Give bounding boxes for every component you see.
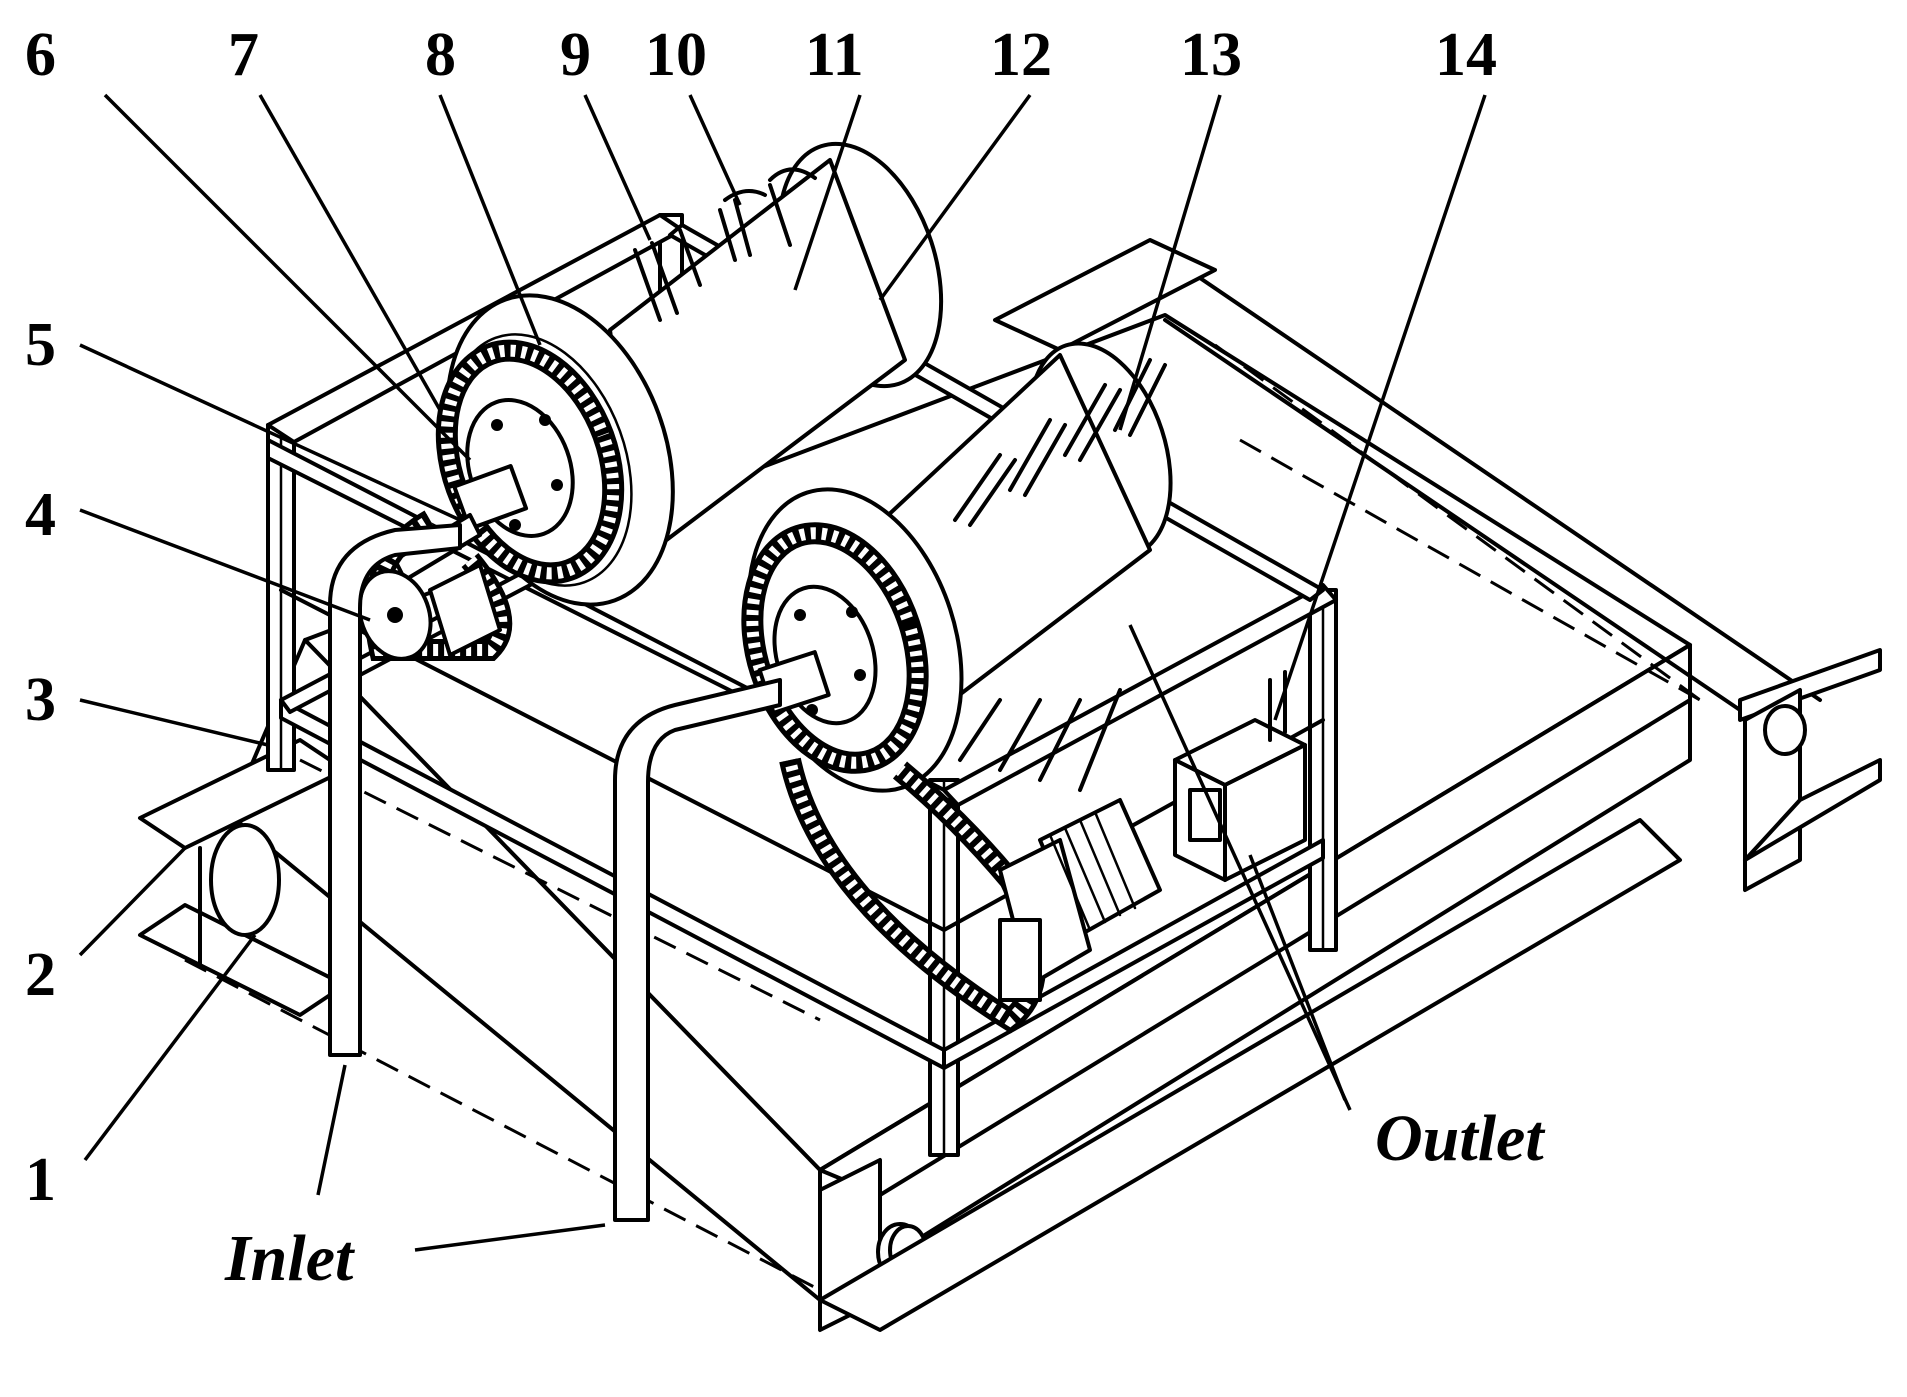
callout-6: 6: [25, 21, 56, 89]
inlet-pipes: [328, 523, 782, 1222]
outlet-label: Outlet: [1375, 1102, 1545, 1175]
rear-drum: [393, 141, 944, 607]
callout-7: 7: [228, 21, 259, 89]
leader-lines: [78, 93, 1487, 1252]
outlet-tubing: [958, 688, 1122, 792]
right-pontoon: [993, 238, 1882, 892]
callout-12: 12: [990, 21, 1052, 89]
callout-4: 4: [25, 481, 56, 549]
small-motor: [357, 563, 502, 661]
callout-9: 9: [560, 21, 591, 89]
callout-8: 8: [425, 21, 456, 89]
callout-10: 10: [645, 21, 707, 89]
callout-13: 13: [1180, 21, 1242, 89]
main-motor: [998, 798, 1162, 1002]
control-box: [1173, 670, 1307, 882]
inlet-label: Inlet: [224, 1222, 355, 1295]
callout-2: 2: [25, 941, 56, 1009]
callout-11: 11: [805, 21, 864, 89]
callout-labels: 1 2 3 4 5 6 7 8 9 10 11 12 13 14: [25, 21, 1497, 1214]
callout-5: 5: [25, 311, 56, 379]
callout-3: 3: [25, 666, 56, 734]
callout-14: 14: [1435, 21, 1497, 89]
callout-1: 1: [25, 1146, 56, 1214]
front-pontoon: [818, 643, 1692, 1332]
